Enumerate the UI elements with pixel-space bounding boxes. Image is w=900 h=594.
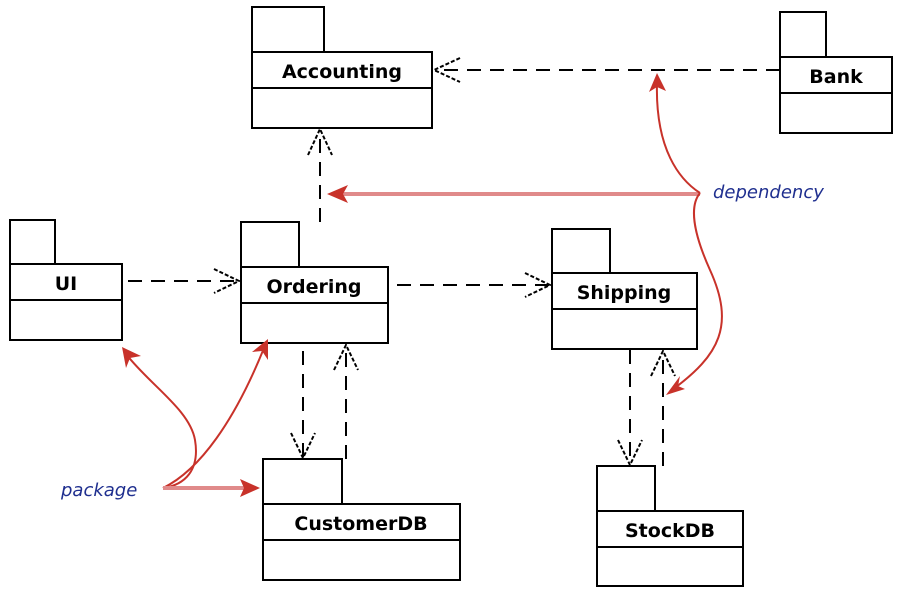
dependency-bank-accounting bbox=[431, 57, 780, 83]
package-name: Accounting bbox=[282, 61, 402, 83]
arrowhead-icon bbox=[122, 347, 141, 368]
arrowhead-icon bbox=[649, 73, 666, 92]
package-name: CustomerDB bbox=[294, 513, 427, 535]
package-annotation-arrows bbox=[122, 339, 268, 497]
package-stockdb[interactable]: StockDB bbox=[596, 465, 744, 587]
dependency-shipping-stockdb bbox=[617, 350, 643, 468]
arrowhead-icon bbox=[240, 479, 260, 497]
dependency-stockdb-shipping bbox=[650, 348, 676, 466]
package-name: Shipping bbox=[577, 282, 672, 304]
dependency-ui-ordering bbox=[128, 268, 242, 294]
package-ui[interactable]: UI bbox=[9, 219, 123, 341]
package-name: Bank bbox=[809, 66, 863, 88]
dependency-ordering-accounting bbox=[307, 126, 333, 222]
annotation-arrow-line bbox=[162, 347, 265, 489]
dependency-ordering-customerdb bbox=[290, 351, 316, 461]
package-customerdb[interactable]: CustomerDB bbox=[262, 458, 461, 581]
arrowhead-icon bbox=[252, 339, 268, 360]
arrowhead-icon bbox=[666, 376, 685, 395]
dependency-annotation-arrows bbox=[327, 73, 723, 395]
annotation-arrow-line bbox=[671, 192, 723, 391]
arrowhead-icon bbox=[327, 185, 348, 203]
package-name: Ordering bbox=[266, 276, 361, 298]
annotation-arrow-line bbox=[655, 81, 701, 194]
dependency-customerdb-ordering bbox=[333, 342, 359, 459]
package-label: package bbox=[60, 480, 137, 501]
dependency-label: dependency bbox=[713, 182, 824, 203]
package-accounting[interactable]: Accounting bbox=[251, 6, 433, 129]
package-bank[interactable]: Bank bbox=[779, 11, 893, 134]
dependency-ordering-shipping bbox=[397, 272, 553, 298]
package-ordering[interactable]: Ordering bbox=[240, 221, 389, 344]
annotation-arrow-line bbox=[125, 353, 197, 489]
package-name: StockDB bbox=[625, 520, 715, 542]
package-shipping[interactable]: Shipping bbox=[551, 228, 698, 350]
package-name: UI bbox=[55, 273, 78, 295]
